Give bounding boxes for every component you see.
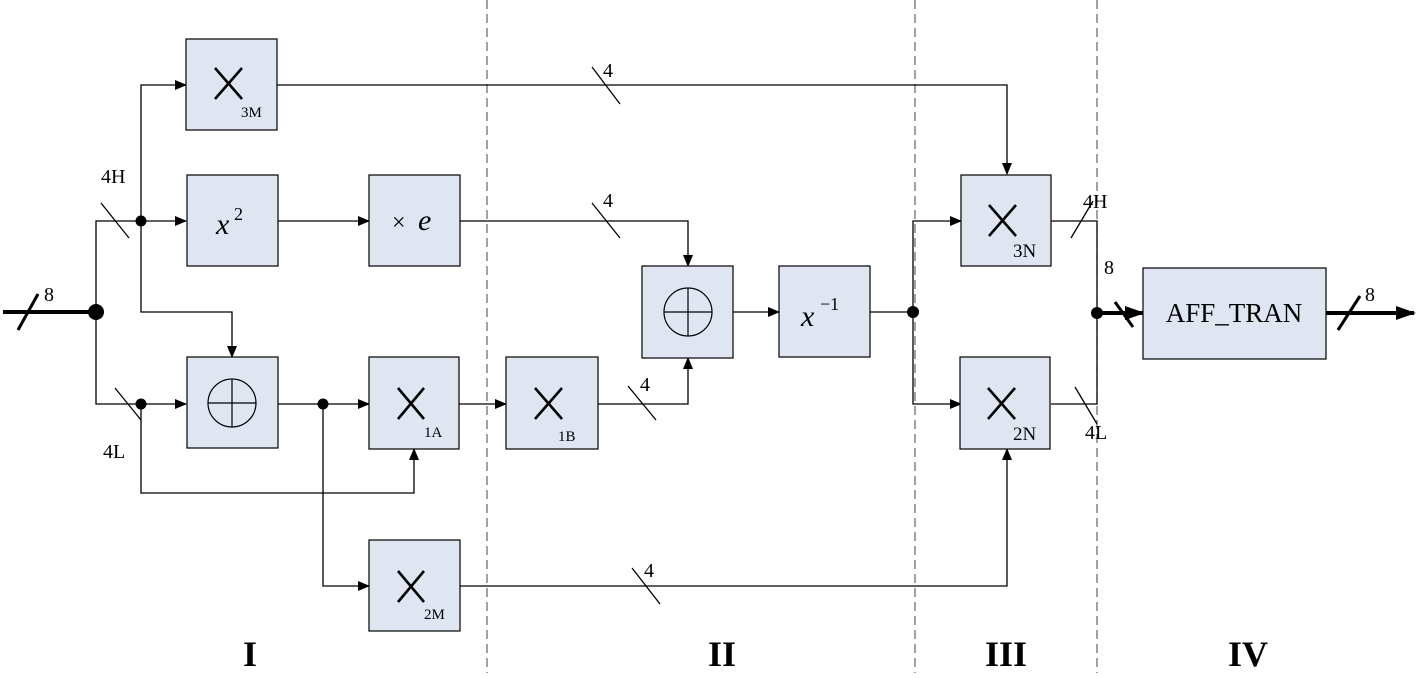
- path-3M-width-label: 4: [603, 60, 613, 82]
- multiplier-2M-block: 2M: [368, 539, 461, 632]
- square-block: x 2: [186, 174, 279, 267]
- multiplier-3N-block: 3N: [960, 174, 1052, 267]
- square-base: x: [215, 208, 230, 241]
- wire-e-to-xor: [460, 220, 693, 267]
- output-bus-slash: [1336, 295, 1362, 331]
- input-width-label: 8: [44, 284, 54, 306]
- multiplier-subscript: 1A: [424, 425, 443, 441]
- 3N-out-slash: [1070, 200, 1094, 239]
- output-width-label: 8: [1365, 284, 1375, 306]
- wire-2N-out: [1051, 313, 1098, 405]
- multiplier-1B-block: 1B: [505, 356, 599, 450]
- wire-to-3M: [140, 80, 187, 221]
- wire-xor-to-2M: [322, 404, 370, 591]
- square-exponent: 2: [234, 204, 243, 224]
- path-xe-width-label: 4: [603, 190, 613, 212]
- wire-1B-to-xor: [598, 357, 693, 405]
- wire-3N-out: [1051, 220, 1098, 313]
- wire-low-to-1A: [140, 404, 419, 494]
- stage-label-4: IV: [1228, 634, 1268, 673]
- stage-label-2: II: [708, 634, 736, 673]
- wire-inverse-to-2N: [912, 312, 962, 409]
- aff-tran-label: AFF_TRAN: [1166, 298, 1303, 328]
- high-split-label: 4H: [101, 166, 125, 188]
- xor-main-block: [186, 356, 279, 449]
- merge-width-label: 8: [1104, 257, 1114, 279]
- path-3M-slash: [591, 66, 621, 105]
- multiplier-subscript: 2M: [424, 607, 445, 623]
- path-2M-width-label: 4: [644, 560, 654, 582]
- 2N-out-slash: [1074, 386, 1098, 425]
- multiplier-3M-block: 3M: [185, 38, 278, 131]
- path-2M-slash: [631, 567, 661, 605]
- wire-inverse-to-3N: [912, 216, 962, 312]
- aff-tran-block: AFF_TRAN: [1142, 267, 1327, 360]
- merge-slash: [1113, 301, 1135, 328]
- path-1B-slash: [627, 385, 657, 421]
- wire-high-to-xor: [140, 221, 237, 358]
- 2N-out-width-label: 4L: [1085, 422, 1107, 444]
- stage-label-3: III: [985, 634, 1027, 673]
- wire-high-split: [95, 220, 141, 312]
- high-split-slash: [100, 202, 130, 239]
- low-split-slash: [114, 387, 142, 421]
- multiplier-subscript: 3M: [241, 105, 262, 121]
- times-symbol: ×: [392, 210, 406, 236]
- multiplier-subscript: 3N: [1013, 241, 1037, 262]
- wire-low-split: [95, 312, 141, 405]
- input-bus-slash: [16, 293, 40, 331]
- 3N-out-width-label: 4H: [1083, 191, 1107, 213]
- wire-3M-to-3N: [277, 84, 1012, 175]
- multiplier-1A-block: 1A: [368, 356, 460, 450]
- wire-2M-to-2N: [460, 448, 1012, 587]
- inverse-exponent: −1: [820, 294, 839, 314]
- constant-e: e: [418, 204, 431, 237]
- multiplier-subscript: 2N: [1013, 424, 1037, 445]
- path-1B-width-label: 4: [640, 374, 650, 396]
- path-xe-slash: [591, 202, 621, 239]
- xor-mid-block: [641, 265, 734, 359]
- multiplier-subscript: 1B: [558, 429, 576, 445]
- inverse-base: x: [800, 300, 815, 333]
- stage-label-1: I: [243, 634, 257, 673]
- low-split-label: 4L: [103, 441, 125, 463]
- times-e-block: × e: [368, 174, 461, 267]
- inverse-block: x −1: [778, 265, 871, 358]
- multiplier-2N-block: 2N: [959, 356, 1051, 450]
